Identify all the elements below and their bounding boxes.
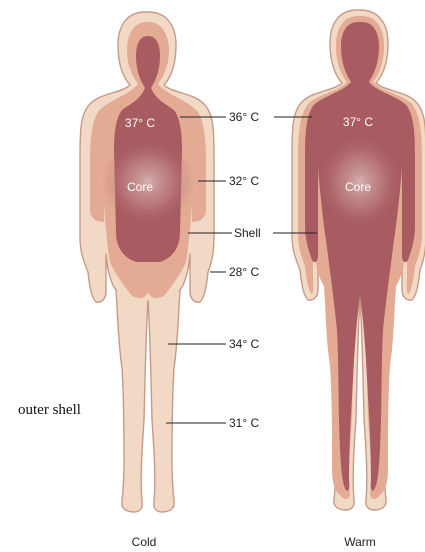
callout-34: 34° C xyxy=(229,337,259,351)
outer-shell-annotation: outer shell xyxy=(18,402,81,418)
callout-32: 32° C xyxy=(229,174,259,188)
warm-core-temp: 37° C xyxy=(343,115,373,129)
cold-core-label: Core xyxy=(127,180,153,194)
callout-28: 28° C xyxy=(229,265,259,279)
callout-shell: Shell xyxy=(234,226,261,240)
callout-labels: 36° C 32° C Shell 28° C 34° C 31° C xyxy=(229,110,261,430)
warm-core-label: Core xyxy=(345,180,371,194)
warm-figure: 37° C Core xyxy=(292,10,425,510)
callout-31: 31° C xyxy=(229,416,259,430)
callout-36: 36° C xyxy=(229,110,259,124)
cold-core-temp: 37° C xyxy=(125,116,155,130)
cold-figure: 37° C Core xyxy=(80,12,214,512)
warm-label: Warm xyxy=(344,535,376,549)
cold-label: Cold xyxy=(132,535,157,549)
